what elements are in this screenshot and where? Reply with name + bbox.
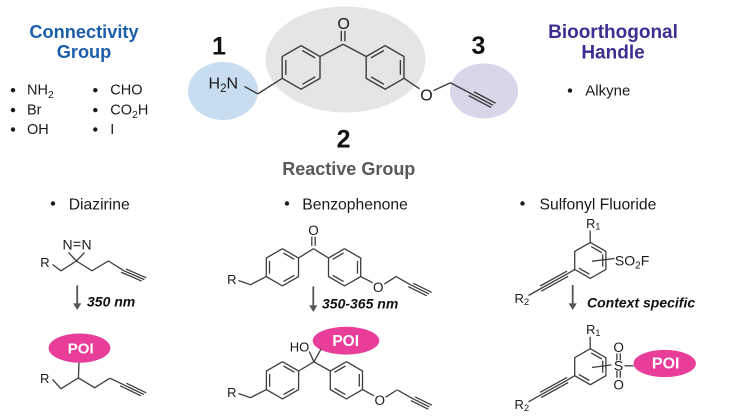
- svg-text:O: O: [420, 87, 432, 104]
- svg-text:Sulfonyl Fluoride: Sulfonyl Fluoride: [540, 196, 657, 213]
- svg-text:2: 2: [337, 126, 351, 154]
- svg-text:350-365 nm: 350-365 nm: [322, 296, 398, 312]
- svg-text:POI: POI: [332, 333, 359, 350]
- svg-text:Diazirine: Diazirine: [69, 196, 130, 213]
- svg-text:Reactive Group: Reactive Group: [282, 159, 415, 179]
- svg-text:S: S: [614, 358, 623, 374]
- svg-text:POI: POI: [652, 355, 680, 372]
- svg-text:Bioorthogonal: Bioorthogonal: [548, 22, 678, 43]
- svg-text:O: O: [373, 280, 384, 295]
- svg-text:Context specific: Context specific: [587, 295, 695, 311]
- svg-text:O: O: [613, 378, 624, 393]
- svg-text:Handle: Handle: [581, 43, 644, 64]
- svg-text:3: 3: [472, 32, 486, 60]
- svg-text:R: R: [227, 385, 236, 400]
- svg-text:350 nm: 350 nm: [87, 294, 135, 310]
- svg-text:Br: Br: [27, 103, 42, 119]
- svg-text:CO2H: CO2H: [110, 103, 148, 121]
- svg-text:POI: POI: [68, 341, 94, 358]
- svg-text:R: R: [40, 255, 49, 270]
- svg-text:Group: Group: [57, 42, 112, 62]
- svg-text:HO: HO: [290, 339, 310, 354]
- svg-text:CHO: CHO: [110, 83, 142, 99]
- svg-text:N: N: [81, 237, 91, 253]
- svg-text:Alkyne: Alkyne: [585, 83, 630, 100]
- svg-text:R: R: [227, 272, 236, 287]
- svg-text:O: O: [337, 16, 349, 33]
- svg-text:OH: OH: [27, 122, 49, 138]
- svg-text:R: R: [40, 371, 49, 386]
- svg-text:SO2F: SO2F: [615, 253, 649, 272]
- svg-text:1: 1: [212, 33, 226, 61]
- svg-text:O: O: [374, 393, 385, 408]
- svg-text:O: O: [308, 223, 319, 238]
- svg-text:N: N: [62, 237, 72, 253]
- svg-text:Connectivity: Connectivity: [29, 22, 139, 42]
- svg-text:I: I: [110, 122, 114, 138]
- svg-text:Benzophenone: Benzophenone: [302, 196, 408, 213]
- svg-text:O: O: [613, 340, 624, 355]
